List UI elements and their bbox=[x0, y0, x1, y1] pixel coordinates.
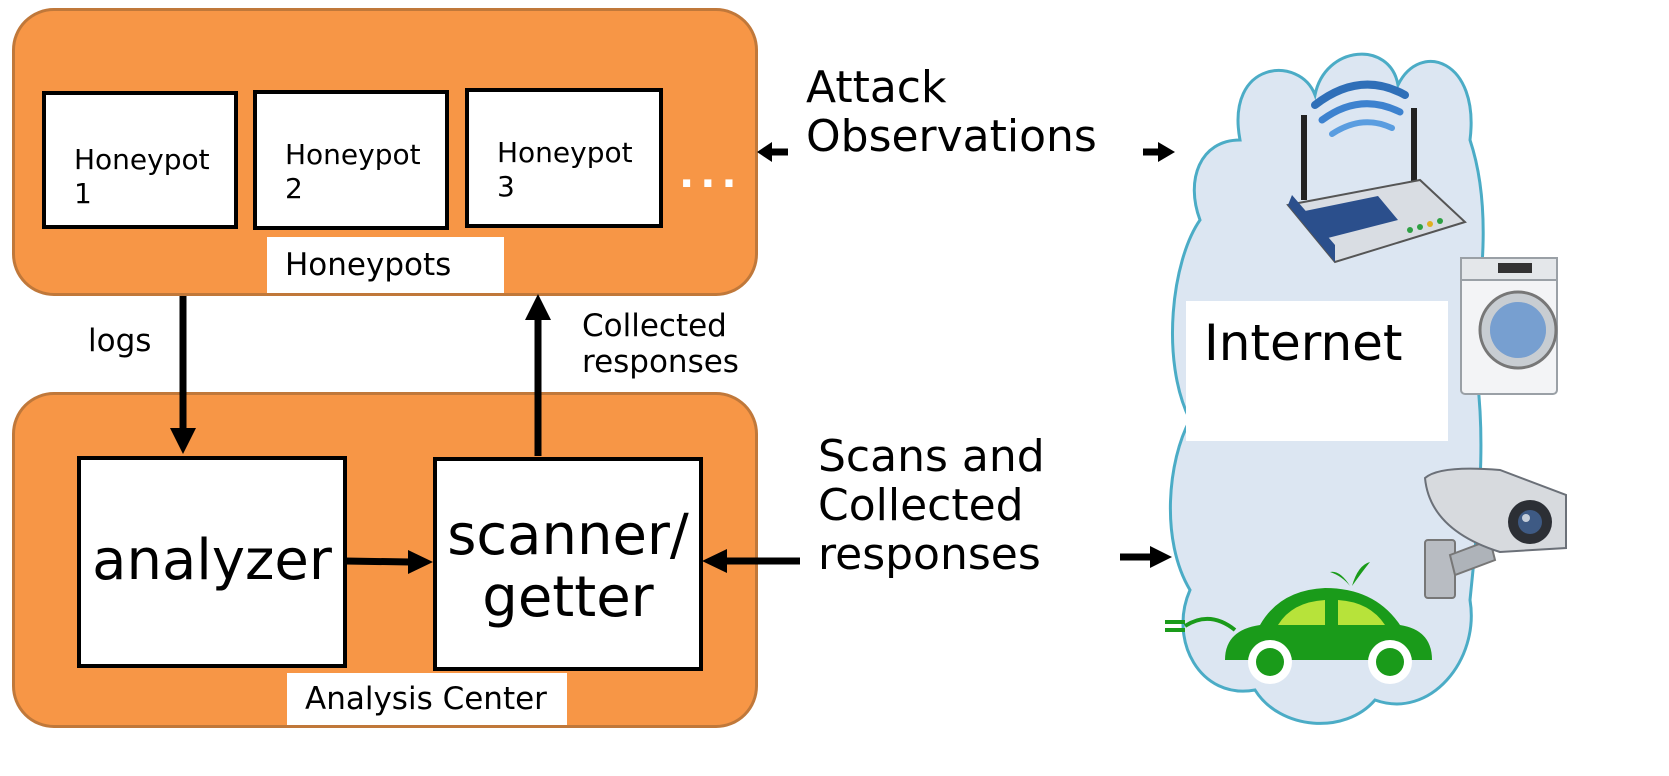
analysis-center-group: analyzer scanner/ getter Analysis Center bbox=[12, 392, 758, 728]
arrows bbox=[170, 142, 1175, 574]
honeypot-1-label: Honeypot 1 bbox=[74, 143, 210, 210]
analyzer-box: analyzer bbox=[77, 456, 347, 668]
analyzer-label: analyzer bbox=[92, 528, 332, 593]
scanner-getter-label: scanner/ getter bbox=[447, 503, 689, 630]
honeypot-3-box: Honeypot 3 bbox=[465, 88, 663, 228]
analyzer-to-scanner-arrow bbox=[344, 557, 411, 566]
internet-label-box bbox=[1186, 301, 1448, 441]
more-honeypots-ellipsis: ... bbox=[679, 151, 743, 197]
scanner-getter-box: scanner/ getter bbox=[433, 457, 703, 671]
internet-label: Internet bbox=[1204, 314, 1403, 372]
router-icon bbox=[1286, 80, 1467, 264]
collected-responses-label: Collected responses bbox=[582, 308, 739, 380]
honeypot-2-label: Honeypot 2 bbox=[285, 138, 421, 205]
analysis-center-label: Analysis Center bbox=[287, 673, 567, 725]
honeypot-1-box: Honeypot 1 bbox=[42, 91, 238, 229]
scans-label: Scans and Collected responses bbox=[818, 431, 1045, 580]
honeypots-group: Honeypot 1 Honeypot 2 Honeypot 3 ... Hon… bbox=[12, 8, 758, 296]
honeypot-3-label: Honeypot 3 bbox=[497, 136, 633, 203]
honeypots-label: Honeypots bbox=[267, 237, 504, 293]
logs-label: logs bbox=[88, 323, 152, 359]
security-camera-icon bbox=[1423, 467, 1567, 599]
electric-car-icon bbox=[1165, 562, 1432, 684]
attack-observations-label: Attack Observations bbox=[806, 62, 1097, 162]
washing-machine-icon bbox=[1460, 257, 1558, 395]
honeypot-2-box: Honeypot 2 bbox=[253, 90, 449, 230]
